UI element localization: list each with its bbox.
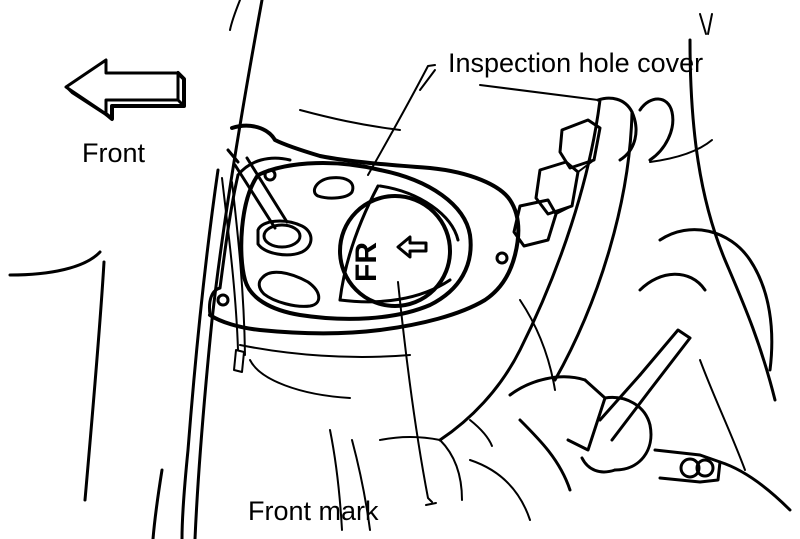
cap-fr-text: FR — [350, 242, 383, 282]
body-panel-lines — [8, 0, 264, 539]
top-mount-dish — [239, 161, 473, 321]
front-direction-label: Front — [82, 138, 146, 168]
mounting-plate — [208, 123, 521, 441]
detail-strokes — [299, 84, 599, 531]
leader-lines — [367, 64, 437, 506]
inspection-hole-cover-label: Inspection hole cover — [448, 48, 704, 78]
front-mark-label: Front mark — [248, 496, 379, 526]
front-mark-cap: FR — [338, 194, 452, 308]
cap-small-left-arrow-icon — [396, 235, 428, 259]
stud-nut — [221, 148, 313, 373]
front-direction-arrow-icon — [64, 58, 186, 121]
lower-right-mechanism — [439, 228, 792, 521]
strut-housing — [438, 13, 777, 442]
